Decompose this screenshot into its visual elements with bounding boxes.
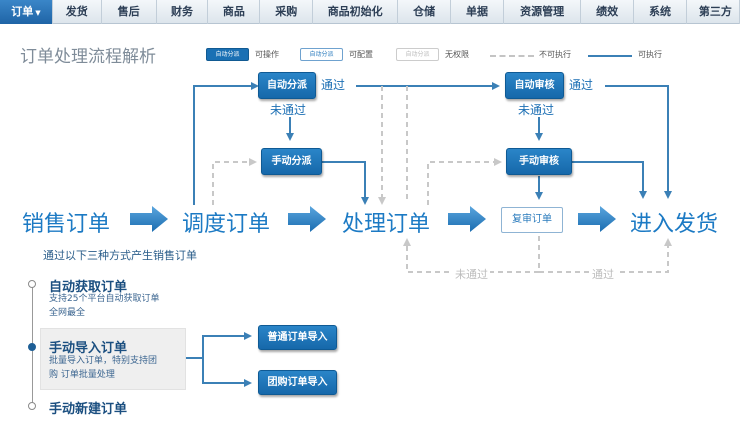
manual-import-desc-2: 购 订单批量处理 (49, 370, 115, 380)
big-arrow-3 (448, 206, 486, 232)
fail-label-2: 未通过 (518, 103, 555, 117)
page-title: 订单处理流程解析 (20, 47, 156, 67)
top-nav: 订单▼ 发货 售后 财务 商品 采购 商品初始化 仓储 单据 资源管理 绩效 系… (0, 0, 740, 24)
pass-label-1: 通过 (321, 78, 346, 92)
auto-fetch-desc-1: 支持25个平台自动获取订单 (49, 294, 160, 304)
manual-import-desc-1: 批量导入订单，特别支持团 (49, 356, 158, 366)
auto-fetch-title: 自动获取订单 (49, 280, 128, 295)
legend-configurable-label: 可配置 (349, 50, 373, 59)
legend-configurable-box: 自动分派 (300, 48, 343, 61)
nav-item-purchasing[interactable]: 采购 (260, 0, 314, 24)
timeline-dot-auto (28, 280, 36, 288)
nav-item-warehouse[interactable]: 仓储 (398, 0, 452, 24)
nav-item-documents[interactable]: 单据 (451, 0, 504, 24)
legend-no-permission-label: 无权限 (445, 50, 469, 59)
dashed-pass-loop (539, 238, 672, 273)
nav-item-system[interactable]: 系统 (634, 0, 687, 24)
nav-item-products[interactable]: 商品 (208, 0, 261, 24)
legend-dashed-line (490, 55, 534, 57)
legend-operable-label: 可操作 (255, 50, 279, 59)
nav-item-orders[interactable]: 订单▼ (0, 0, 53, 24)
fail-label-1: 未通过 (270, 103, 307, 117)
legend-solid-line (588, 55, 632, 57)
arrow-to-normal-import (186, 332, 252, 359)
dashed-dispatch-to-manual (212, 158, 257, 205)
legend-not-executable-label: 不可执行 (539, 50, 571, 59)
nav-item-resources[interactable]: 资源管理 (504, 0, 582, 24)
auto-dispatch-button[interactable]: 自动分派 (258, 72, 316, 99)
sources-intro: 通过以下三种方式产生销售订单 (43, 249, 197, 262)
arrow-manual-review-to-shipping (572, 161, 647, 199)
manual-new-title: 手动新建订单 (49, 402, 128, 417)
stage-enter-shipping: 进入发货 (630, 212, 719, 237)
stage-process-order: 处理订单 (342, 212, 431, 237)
stage-sales-order: 销售订单 (22, 212, 111, 237)
legend-executable-label: 可执行 (638, 50, 662, 59)
dashed-process-to-manual-review (427, 158, 502, 205)
auto-fetch-desc-2: 全网最全 (49, 308, 86, 318)
legend-operable-box: 自动分派 (206, 48, 249, 61)
pass-label-bottom: 通过 (590, 266, 616, 282)
arrow-auto-review-to-shipping (605, 85, 672, 199)
big-arrow-4 (578, 206, 616, 232)
nav-item-shipping[interactable]: 发货 (53, 0, 102, 24)
nav-item-performance[interactable]: 绩效 (581, 0, 635, 24)
nav-item-after-sales[interactable]: 售后 (102, 0, 157, 24)
nav-label: 订单 (11, 5, 34, 18)
manual-import-title: 手动导入订单 (49, 341, 128, 356)
big-arrow-1 (130, 206, 168, 232)
manual-dispatch-button[interactable]: 手动分派 (261, 148, 322, 175)
stage-dispatch-order: 调度订单 (182, 212, 271, 237)
chevron-down-icon: ▼ (35, 9, 41, 17)
big-arrow-2 (288, 206, 326, 232)
group-import-button[interactable]: 团购订单导入 (258, 370, 337, 395)
normal-import-button[interactable]: 普通订单导入 (258, 325, 337, 350)
arrow-manual-dispatch-to-process (322, 161, 369, 205)
timeline-dot-manual (28, 343, 36, 351)
nav-item-finance[interactable]: 财务 (157, 0, 209, 24)
arrow-to-group-import (202, 358, 252, 387)
arrow-dispatch-to-auto (193, 82, 259, 205)
pass-label-2: 通过 (569, 78, 594, 92)
fail-label-bottom: 未通过 (453, 266, 490, 282)
manual-import-panel (40, 328, 186, 390)
manual-review-button[interactable]: 手动审核 (506, 148, 572, 175)
legend-no-permission-box: 自动分派 (396, 48, 439, 61)
re-review-button[interactable]: 复审订单 (501, 207, 563, 233)
timeline-dot-new (28, 402, 36, 410)
nav-item-product-init[interactable]: 商品初始化 (313, 0, 399, 24)
auto-review-button[interactable]: 自动审核 (505, 72, 564, 99)
